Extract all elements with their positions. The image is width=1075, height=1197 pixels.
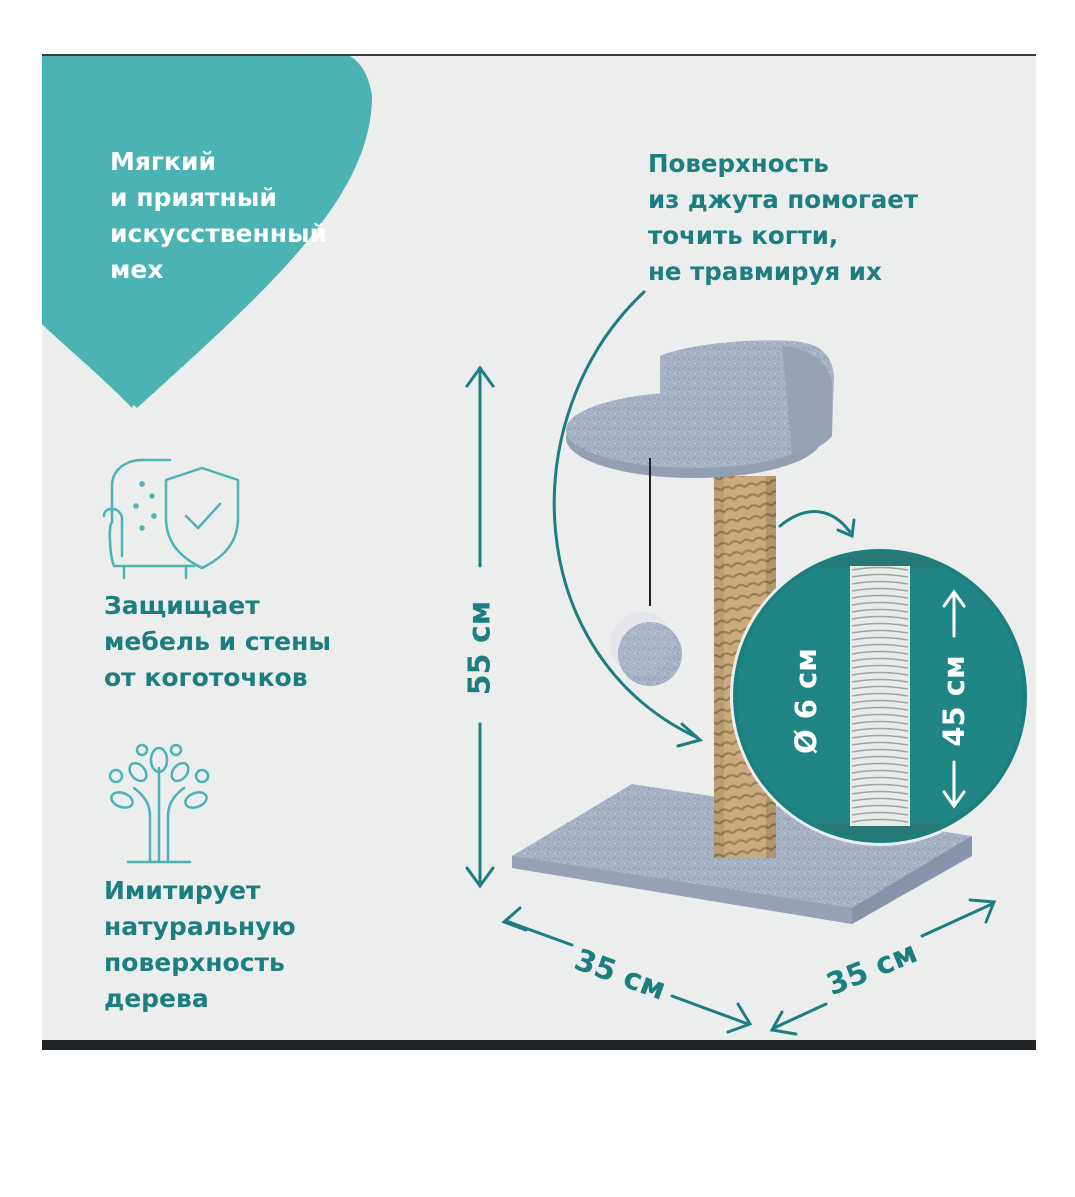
protect-line-1: Защищает [104,591,260,620]
spiral-coil [851,727,909,732]
protect-caption: Защищает мебель и стены от коготочков [104,588,331,696]
spiral-coil [851,769,909,774]
spiral-coil [851,783,909,788]
spiral-coil [851,748,909,753]
spiral-coil [851,790,909,795]
height-arrow [465,365,495,889]
spiral-coil [851,720,909,725]
toy-ball [618,622,682,686]
spiral-coil [851,587,909,592]
spiral-coil [851,643,909,648]
soft-fur-caption: Мягкий и приятный искусственный мех [110,144,327,288]
soft-fur-line-1: Мягкий [110,147,216,176]
spiral-coil [851,741,909,746]
length-arrows [942,589,966,809]
soft-fur-line-2: и приятный [110,183,277,212]
spiral-coil [851,685,909,690]
infographic-artwork [42,56,1030,1036]
spiral-coil [851,664,909,669]
spiral-coil [851,657,909,662]
spiral-coil [851,797,909,802]
spiral-coil [851,594,909,599]
top-border [42,54,1036,56]
protect-line-3: от коготочков [104,663,308,692]
spiral-coil [851,734,909,739]
post-diameter-dimension: Ø 6 см [789,648,823,754]
spiral-coil [851,811,909,816]
spiral-coil [851,692,909,697]
spiral-coil [851,755,909,760]
spiral-coil [851,573,909,578]
spiral-coil [851,615,909,620]
spiral-coil [851,601,909,606]
spiral-coil [851,608,909,613]
natural-line-2: натуральную [104,912,296,941]
spiral-coil [851,699,909,704]
spiral-coil [851,762,909,767]
top-margin [0,0,1075,55]
spiral-coil [851,776,909,781]
sofa-shield-check-icon [102,458,240,580]
tree-icon [108,743,210,864]
width-arrows [501,898,997,1036]
bottom-border [42,1040,1036,1050]
protect-line-2: мебель и стены [104,627,331,656]
spiral-coil [851,804,909,809]
spiral-coil [851,566,909,571]
jute-line-2: из джута помогает [648,185,919,214]
zoom-pointer-arrow [778,510,852,534]
spiral-coil [851,622,909,627]
height-dimension: 55 см [462,600,498,696]
zoom-detail [730,546,1030,846]
jute-line-3: точить когти, [648,221,839,250]
spiral-coil [851,636,909,641]
natural-line-3: поверхность [104,948,285,977]
jute-line-4: не травмируя их [648,257,882,286]
spiral-coil [851,713,909,718]
spiral-coil [851,678,909,683]
product-infographic: Мягкий и приятный искусственный мех Пове… [42,56,1036,1040]
natural-line-1: Имитирует [104,876,261,905]
spiral-coil [851,650,909,655]
spiral-coil [851,671,909,676]
spiral-coil [851,580,909,585]
post-spiral [850,566,910,826]
soft-fur-line-3: искусственный [110,219,328,248]
natural-line-4: дерева [104,984,209,1013]
soft-fur-line-4: мех [110,255,164,284]
spiral-coil [851,629,909,634]
jute-line-1: Поверхность [648,149,829,178]
jute-pointer-arrow [552,290,700,740]
top-platform [566,340,834,478]
jute-caption: Поверхность из джута помогает точить ког… [648,146,918,290]
spiral-coil [851,706,909,711]
post-length-dimension: 45 см [937,655,971,747]
spiral-coil [851,818,909,823]
natural-caption: Имитирует натуральную поверхность дерева [104,873,296,1017]
